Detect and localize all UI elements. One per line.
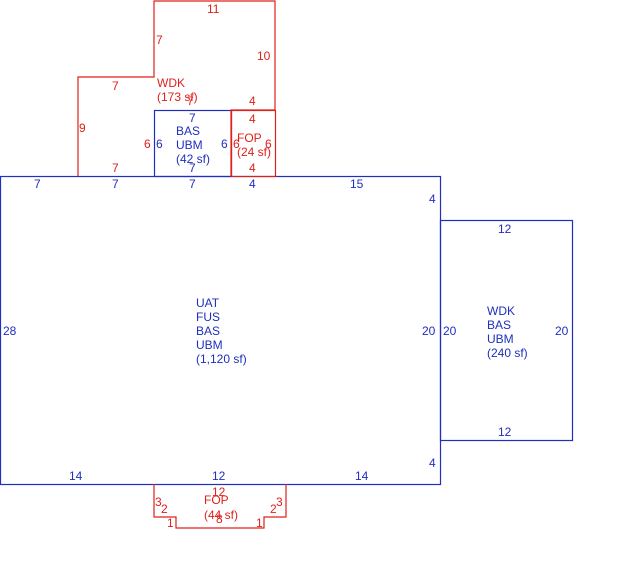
fop-bottom-label: FOP (44 sf) <box>204 493 238 522</box>
dim-label: 28 <box>3 324 17 338</box>
main-area-label: UAT FUS BAS UBM (1,120 sf) <box>196 296 247 366</box>
dim-label: 4 <box>429 192 436 206</box>
dim-label: 7 <box>112 161 119 175</box>
dim-label: 7 <box>187 94 194 108</box>
dim-label: 4 <box>249 177 256 191</box>
bas-small-label: BAS UBM (42 sf) <box>176 124 210 166</box>
fop-top-label: FOP (24 sf) <box>237 131 271 159</box>
wdk-top-label: WDK (173 sf) <box>157 76 198 104</box>
dim-label: 1 <box>167 516 174 530</box>
dim-label: 3 <box>155 495 162 509</box>
dim-label: 20 <box>555 324 569 338</box>
dim-label: 3 <box>276 495 283 509</box>
dim-label: 20 <box>443 324 457 338</box>
dim-label: 20 <box>422 324 436 338</box>
dim-label: 12 <box>212 469 226 483</box>
dim-label: 7 <box>112 79 119 93</box>
dim-label: 8 <box>216 512 223 526</box>
dim-label: 6 <box>156 137 163 151</box>
dim-label: 6 <box>221 137 228 151</box>
dim-label: 7 <box>189 177 196 191</box>
fop-bottom-outline <box>153 484 287 529</box>
right-wdk-label: WDK BAS UBM (240 sf) <box>487 304 528 360</box>
dim-label: 12 <box>498 425 512 439</box>
fop-top-outline <box>230 109 277 178</box>
dim-label: 1 <box>256 516 263 530</box>
dim-label: 7 <box>189 161 196 175</box>
dim-label: 6 <box>265 137 272 151</box>
dim-label: 4 <box>429 456 436 470</box>
dim-label: 12 <box>498 222 512 236</box>
dim-label: 2 <box>270 502 277 516</box>
dim-label: 4 <box>249 161 256 175</box>
dim-label: 4 <box>249 94 256 108</box>
dim-label: 11 <box>207 2 220 16</box>
dim-label: 7 <box>112 177 119 191</box>
dim-label: 7 <box>34 177 41 191</box>
right-wdk-outline <box>439 219 574 442</box>
dim-label: 7 <box>156 33 163 47</box>
dim-label: 2 <box>161 502 168 516</box>
dim-label: 4 <box>249 112 256 126</box>
dim-label: 15 <box>350 177 364 191</box>
dim-label: 6 <box>144 137 151 151</box>
dim-label: 14 <box>69 469 83 483</box>
dim-label: 9 <box>79 121 86 135</box>
dim-label: 6 <box>233 137 240 151</box>
dim-label: 14 <box>355 469 369 483</box>
dim-label: 7 <box>189 111 196 125</box>
dim-label: 12 <box>212 485 226 499</box>
dim-label: 10 <box>257 49 271 63</box>
